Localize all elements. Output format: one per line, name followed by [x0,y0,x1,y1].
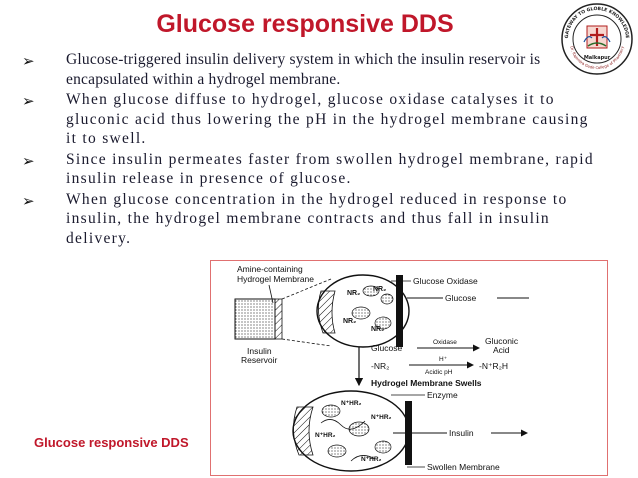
nhr2-mark: N⁺HR₂ [341,400,362,407]
swollen-membrane-label: Swollen Membrane [427,462,500,472]
membrane-swells-label: Hydrogel Membrane Swells [371,378,482,388]
glucose-dds-diagram: Amine-containing Hydrogel Membrane Insul… [210,260,608,476]
gluconic-label-1: Gluconic [485,336,519,346]
nr2h-right-label: -N⁺R₂H [479,361,508,371]
nr2-mark: NR₂ [373,286,386,293]
amine-label: Amine-containing [237,264,303,274]
gluconic-label-2: Acid [493,345,510,355]
insulin-reservoir-box [234,298,276,340]
nr2-mark: NR₂ [343,318,356,325]
oxidase-label: Oxidase [433,339,457,346]
hydrogel-membrane-label: Hydrogel Membrane [237,274,314,284]
arrow-bullet-icon: ➢ [22,191,35,210]
nr2-mark: NR₂ [347,290,360,297]
logo-city: Malkapur [584,55,611,61]
enzyme-label: Enzyme [427,390,458,400]
bullet-text: Glucose-triggered insulin delivery syste… [66,51,541,88]
bullet-list: ➢ Glucose-triggered insulin delivery syst… [20,50,600,249]
nhr2-mark: N⁺HR₂ [361,456,382,463]
nhr2-mark: N⁺HR₂ [315,432,336,439]
reaction-glucose-label: Glucose [371,343,402,353]
bullet-text: When glucose concentration in the hydrog… [66,190,568,247]
nr2-mark: NR₂ [371,326,384,333]
bullet-text: When glucose diffuse to hydrogel, glucos… [66,91,589,147]
list-item: ➢ Since insulin permeates faster from swo… [20,150,600,189]
hplus-label: H⁺ [439,356,448,363]
arrow-bullet-icon: ➢ [22,92,35,110]
list-item: ➢ When glucose concentration in the hydro… [20,190,600,249]
insulin-reservoir-label-1: Insulin [247,346,272,356]
nr2-left-label: -NR₂ [371,361,389,371]
bullet-text: Since insulin permeates faster from swol… [66,150,594,188]
glucose-oxidase-label: Glucose Oxidase [413,276,478,286]
college-logo: GATEWAY TO GLOBLE KNOWLEDGE Dr. Rajendra… [560,2,634,76]
slide-title: Glucose responsive DDS [156,10,454,38]
glucose-input-label: Glucose [445,293,476,303]
nhr2-mark: N⁺HR₂ [371,414,392,421]
arrow-bullet-icon: ➢ [22,151,35,170]
college-emblem-icon: GATEWAY TO GLOBLE KNOWLEDGE Dr. Rajendra… [561,3,633,75]
slide-footer: Glucose responsive DDS [34,435,189,450]
list-item: ➢ When glucose diffuse to hydrogel, gluco… [20,90,600,149]
list-item: ➢ Glucose-triggered insulin delivery syst… [20,50,600,89]
insulin-output-label: Insulin [449,428,474,438]
insulin-reservoir-label-2: Reservoir [241,355,278,365]
arrow-bullet-icon: ➢ [22,52,35,70]
acidic-ph-label: Acidic pH [425,369,453,376]
